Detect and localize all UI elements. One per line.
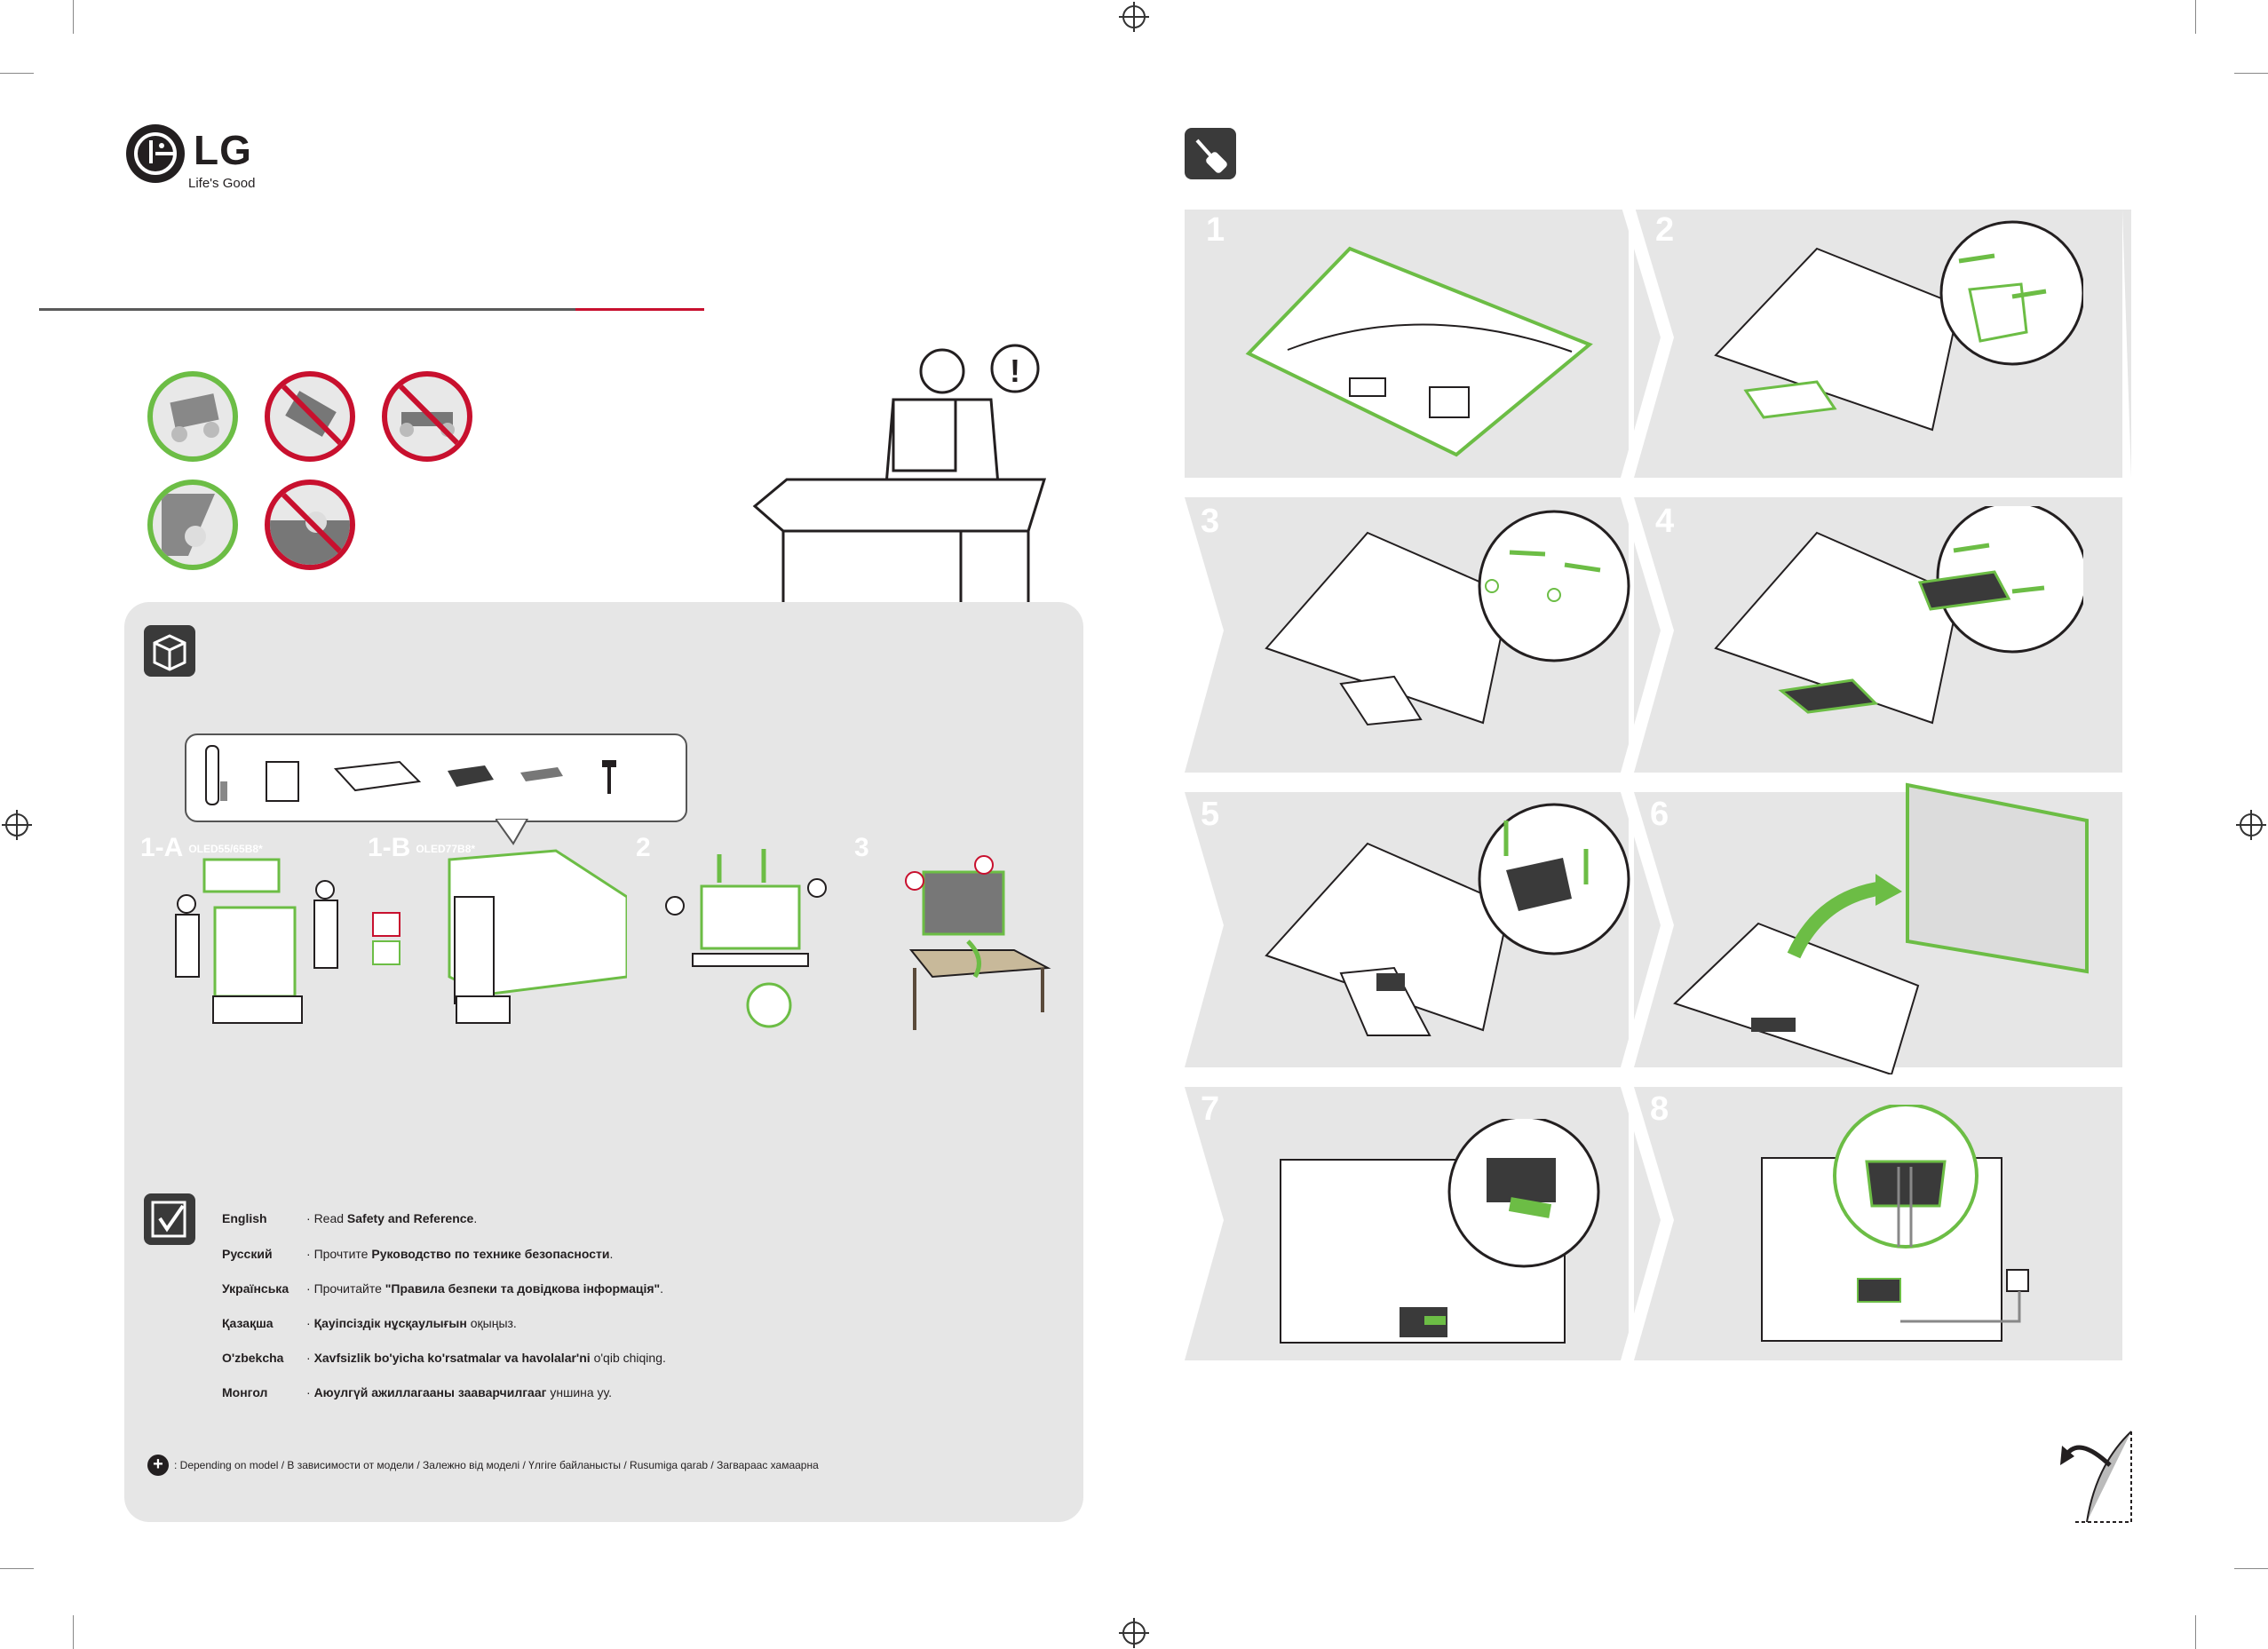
screwdriver-icon bbox=[1185, 128, 1236, 179]
assembly-step-6-illustration bbox=[1673, 782, 2089, 1074]
notice-suffix: . bbox=[660, 1281, 664, 1296]
notice-language: Українська bbox=[222, 1281, 289, 1296]
assembly-step-4-illustration bbox=[1714, 506, 2083, 725]
unbox-step-2-illustration bbox=[657, 844, 835, 1030]
unbox-step-label: 3 bbox=[854, 833, 869, 863]
crop-mark bbox=[2234, 1568, 2268, 1569]
unbox-step-1a-illustration bbox=[169, 844, 346, 1030]
lg-logo-mark bbox=[126, 124, 185, 183]
crop-mark bbox=[73, 0, 74, 34]
unbox-step-number: 3 bbox=[854, 833, 869, 862]
svg-text:!: ! bbox=[1010, 353, 1020, 389]
notice-suffix: o'qib chiqing. bbox=[590, 1351, 666, 1365]
notice-bold: Руководство по технике безопасности bbox=[371, 1247, 610, 1261]
notice-bold: Аюулгүй ажиллагааны зааварчилгааг bbox=[313, 1385, 547, 1399]
assembly-step-number: 5 bbox=[1201, 796, 1220, 833]
notice-suffix: уншина уу. bbox=[546, 1385, 613, 1399]
assembly-step-5-illustration bbox=[1265, 803, 1630, 1036]
assembly-step-number: 3 bbox=[1201, 503, 1220, 540]
notice-suffix: . bbox=[609, 1247, 614, 1261]
registration-mark bbox=[2236, 810, 2266, 840]
notice-prefix: Прочитайте bbox=[313, 1281, 385, 1296]
notice-language: Қазақша bbox=[222, 1316, 274, 1330]
notice-language: English bbox=[222, 1211, 267, 1225]
notice-language: Монгол bbox=[222, 1385, 268, 1399]
unbox-step-number: 1-A bbox=[140, 833, 184, 862]
header-divider bbox=[39, 308, 575, 311]
box-icon bbox=[144, 625, 195, 677]
assembly-step-3-illustration bbox=[1265, 510, 1630, 726]
assembly-step-7-illustration bbox=[1280, 1119, 1600, 1344]
page-turn-icon bbox=[2060, 1431, 2132, 1523]
unbox-step-model: OLED55/65B8* bbox=[188, 843, 263, 856]
assembly-step-number: 6 bbox=[1650, 796, 1669, 833]
unbox-step-label: 2 bbox=[636, 833, 651, 863]
crop-mark bbox=[0, 1568, 34, 1569]
unbox-step-model: OLED77B8* bbox=[416, 843, 476, 856]
assembly-step-8-illustration bbox=[1761, 1105, 2029, 1342]
assembly-step-2-illustration bbox=[1714, 220, 2083, 432]
crop-mark bbox=[2234, 73, 2268, 74]
crop-mark bbox=[2195, 0, 2196, 34]
notice-text: · Прочитайте "Правила безпеки та довідко… bbox=[306, 1281, 664, 1296]
notice-suffix: . bbox=[473, 1211, 478, 1225]
registration-mark bbox=[2, 810, 32, 840]
prohibited-handling-icon bbox=[382, 371, 472, 462]
crop-mark bbox=[0, 73, 34, 74]
registration-mark bbox=[1119, 2, 1149, 32]
notice-text: · Қауіпсіздік нұсқаулығын оқыңыз. bbox=[306, 1316, 517, 1330]
lg-logo: LG Life's Good bbox=[126, 124, 268, 195]
footnote-text: : Depending on model / В зависимости от … bbox=[174, 1459, 819, 1471]
notice-bold: Safety and Reference bbox=[346, 1211, 474, 1225]
allowed-handling-icon bbox=[147, 371, 238, 462]
crop-mark bbox=[2195, 1615, 2196, 1649]
unbox-step-number: 2 bbox=[636, 833, 651, 862]
notice-suffix: оқыңыз. bbox=[466, 1316, 517, 1330]
plus-icon: + bbox=[147, 1455, 169, 1476]
allowed-handling-icon bbox=[147, 480, 238, 570]
assembly-step-number: 7 bbox=[1201, 1090, 1220, 1128]
notice-text: · Прочтите Руководство по технике безопа… bbox=[306, 1247, 614, 1261]
notice-text: · Xavfsizlik bo'yicha ko'rsatmalar va ha… bbox=[306, 1351, 666, 1365]
accessories-box bbox=[185, 733, 687, 822]
notice-language: Русский bbox=[222, 1247, 273, 1261]
crop-mark bbox=[73, 1615, 74, 1649]
unbox-step-label: 1-B OLED77B8* bbox=[368, 833, 475, 863]
unbox-step-1b-illustration bbox=[369, 844, 627, 1030]
checklist-icon bbox=[144, 1193, 195, 1245]
notice-bold: Қауіпсіздік нұсқаулығын bbox=[313, 1316, 467, 1330]
assembly-step-number: 4 bbox=[1655, 503, 1675, 540]
notice-prefix: Прочтите bbox=[313, 1247, 372, 1261]
assembly-step-1-illustration bbox=[1245, 246, 1593, 457]
unbox-step-3-illustration bbox=[870, 844, 1057, 1039]
notice-language: O'zbekcha bbox=[222, 1351, 284, 1365]
step-arrows bbox=[1172, 204, 2131, 1360]
registration-mark bbox=[1119, 1618, 1149, 1648]
assembly-step-number: 2 bbox=[1655, 211, 1675, 249]
assembly-step-number: 8 bbox=[1650, 1090, 1669, 1128]
accessories-pointer bbox=[496, 819, 531, 845]
notice-bold: "Правила безпеки та довідкова інформація… bbox=[385, 1281, 661, 1296]
unbox-step-number: 1-B bbox=[368, 833, 411, 862]
notice-prefix: Read bbox=[313, 1211, 347, 1225]
prohibited-handling-icon bbox=[265, 480, 355, 570]
prohibited-handling-icon bbox=[265, 371, 355, 462]
notice-bold: Xavfsizlik bo'yicha ko'rsatmalar va havo… bbox=[313, 1351, 591, 1365]
assembly-step-number: 1 bbox=[1206, 211, 1225, 249]
unbox-step-label: 1-A OLED55/65B8* bbox=[140, 833, 263, 863]
logo-text: LG bbox=[194, 127, 252, 173]
header-divider-accent bbox=[575, 308, 704, 311]
tagline: Life's Good bbox=[188, 176, 256, 191]
notice-text: · Аюулгүй ажиллагааны зааварчилгааг унши… bbox=[306, 1385, 613, 1399]
notice-text: · Read Safety and Reference. bbox=[306, 1211, 478, 1225]
